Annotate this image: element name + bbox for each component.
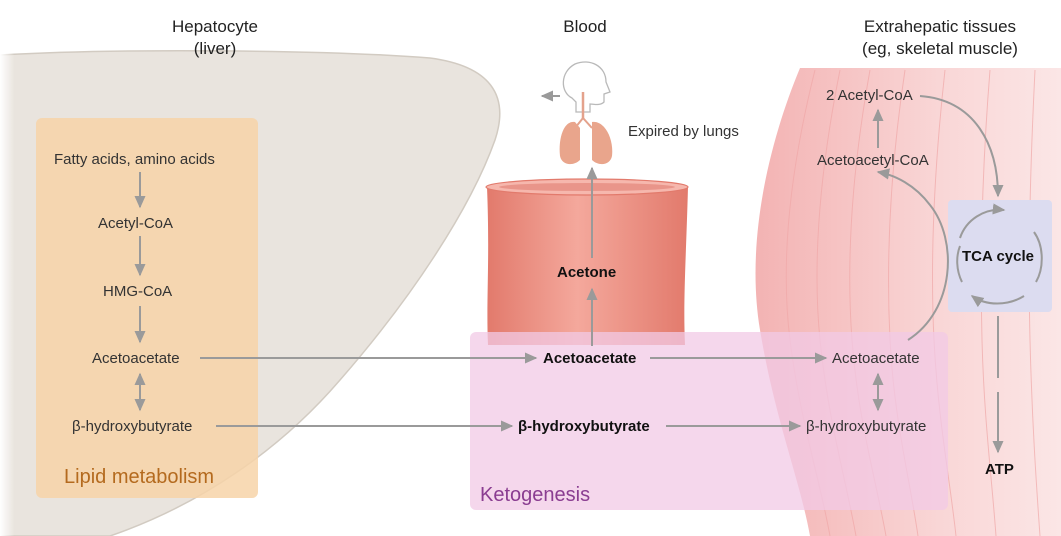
tissue-acetyl-coa: 2 Acetyl-CoA xyxy=(826,87,913,104)
liver-step-hmg-coa: HMG-CoA xyxy=(103,283,173,300)
header-tissues-line1: Extrahepatic tissues xyxy=(863,17,1017,36)
header-liver-line2: (liver) xyxy=(193,39,237,59)
tissue-bhb: β-hydroxybutyrate xyxy=(806,418,927,435)
blood-acetoacetate: Acetoacetate xyxy=(543,350,637,367)
blood-bhb: β-hydroxybutyrate xyxy=(518,418,650,435)
header-tissues-line2: (eg, skeletal muscle) xyxy=(862,39,1018,59)
tissue-acetoacetate: Acetoacetate xyxy=(832,350,920,367)
liver-step-fatty-acids: Fatty acids, amino acids xyxy=(54,151,215,168)
lipid-metabolism-box xyxy=(36,118,258,498)
liver-step-bhb: β-hydroxybutyrate xyxy=(72,418,193,435)
header-liver: Hepatocyte (liver) xyxy=(135,16,295,60)
blood-vessel xyxy=(487,187,688,345)
ketogenesis-box xyxy=(470,332,948,510)
tca-cycle-icon xyxy=(956,203,1043,308)
atp-label: ATP xyxy=(985,461,1014,478)
tissue-acetoacetyl-coa: Acetoacetyl-CoA xyxy=(817,152,929,169)
header-blood: Blood xyxy=(563,17,607,36)
lipid-metabolism-label: Lipid metabolism xyxy=(64,466,215,488)
header-liver-line1: Hepatocyte xyxy=(172,17,258,36)
header-tissues: Extrahepatic tissues (eg, skeletal muscl… xyxy=(835,16,1045,60)
blood-acetone: Acetone xyxy=(557,264,617,281)
liver-step-acetoacetate: Acetoacetate xyxy=(92,350,180,367)
ketogenesis-label: Ketogenesis xyxy=(480,484,591,506)
liver-step-acetyl-coa: Acetyl-CoA xyxy=(98,215,174,232)
lungs-icon xyxy=(559,61,613,165)
tca-cycle-label: TCA cycle xyxy=(962,248,1034,265)
expired-by-lungs-label: Expired by lungs xyxy=(628,123,739,140)
tca-cycle-box xyxy=(948,200,1052,312)
